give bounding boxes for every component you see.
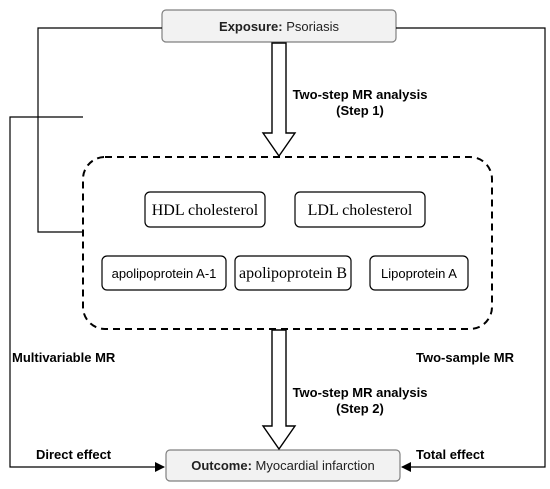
mediator-apoa1: apolipoprotein A-1 (101, 255, 227, 291)
direct-effect-label: Direct effect (36, 447, 112, 462)
mediator-apoa1-label: apolipoprotein A-1 (112, 266, 217, 281)
svg-text:Outcome: Myocardial infarction: Outcome: Myocardial infarction (191, 458, 375, 473)
outcome-node: Outcome: Myocardial infarction (165, 449, 401, 482)
exposure-node: Exposure: Psoriasis (161, 9, 397, 43)
step2-label-line2: (Step 2) (336, 401, 384, 416)
mediator-hdl-label: HDL cholesterol (152, 202, 259, 219)
mediator-apob-label: apolipoprotein B (239, 265, 347, 282)
mediator-lpa: Lipoprotein A (369, 255, 469, 291)
mediator-hdl: HDL cholesterol (144, 191, 266, 228)
exposure-to-mediators-line (37, 27, 162, 233)
two-sample-mr-label: Two-sample MR (416, 350, 515, 365)
mediator-ldl: LDL cholesterol (294, 191, 426, 228)
step2-label-line1: Two-step MR analysis (293, 385, 428, 400)
outcome-value: Myocardial infarction (252, 458, 375, 473)
step2-arrow (261, 329, 297, 451)
svg-text:Exposure: Psoriasis: Exposure: Psoriasis (219, 19, 339, 34)
step1-arrow (261, 42, 297, 158)
total-effect-arrow (396, 27, 546, 472)
multivariable-mr-label: Multivariable MR (12, 350, 116, 365)
direct-effect-arrow (9, 116, 165, 472)
exposure-value: Psoriasis (283, 19, 340, 34)
step1-label-line1: Two-step MR analysis (293, 87, 428, 102)
mediator-apob: apolipoprotein B (234, 255, 352, 291)
mediator-lpa-label: Lipoprotein A (381, 266, 457, 281)
mediator-ldl-label: LDL cholesterol (308, 202, 413, 219)
total-effect-label: Total effect (416, 447, 485, 462)
exposure-prefix: Exposure: (219, 19, 283, 34)
outcome-prefix: Outcome: (191, 458, 252, 473)
mediator-group (82, 156, 493, 330)
step1-label-line2: (Step 1) (336, 103, 384, 118)
